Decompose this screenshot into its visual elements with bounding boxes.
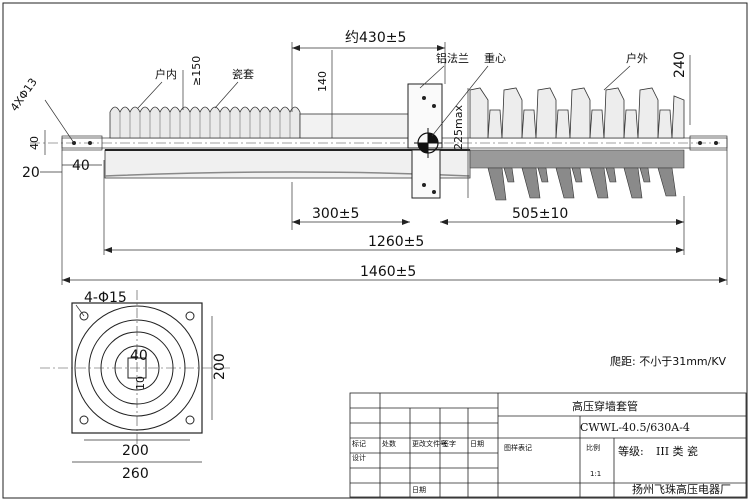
dim-1460: 1460±5	[360, 264, 416, 280]
right-terminal	[689, 135, 728, 151]
indoor-sheds	[109, 106, 301, 139]
title-block	[349, 392, 747, 498]
scale-value: 1:1	[590, 470, 601, 478]
label-gravity: 重心	[484, 51, 506, 65]
dim-20: 20	[22, 165, 40, 181]
plan-holes: 4-Φ15	[84, 290, 127, 306]
gravity-marker	[414, 128, 442, 158]
plan-260: 260	[122, 466, 149, 482]
plan-40: 40	[130, 348, 148, 364]
dim-40-horz: 40	[72, 158, 90, 174]
plan-view: 4-Φ15 40 10 200 200 260	[40, 290, 230, 482]
dim-40-vert: 40	[28, 136, 41, 150]
hdr-sign: 签字	[442, 439, 456, 448]
plan-200-h: 200	[212, 353, 228, 380]
dim-1260: 1260±5	[368, 234, 424, 250]
left-terminal	[61, 135, 103, 151]
plan-10: 10	[134, 376, 147, 390]
product-name: 高压穿墙套管	[572, 399, 638, 413]
label-porcelain: 瓷套	[232, 67, 254, 81]
label-flange: 铝法兰	[436, 51, 469, 65]
scale-label: 比例	[586, 443, 600, 452]
dim-225: 225max	[452, 105, 465, 150]
indoor-barrel	[299, 113, 411, 139]
creepage-note: 爬距: 不小于31mm/KV	[610, 355, 727, 368]
grade-label: 等级:	[618, 444, 644, 458]
dim-300: 300±5	[312, 206, 359, 222]
product-model: CWWL-40.5/630A-4	[580, 421, 690, 434]
date-label: 日期	[412, 486, 426, 494]
hdr-date: 日期	[470, 440, 484, 448]
plan-200-w: 200	[122, 443, 149, 459]
design-label: 设计	[352, 453, 366, 462]
dim-140: 140	[316, 71, 329, 92]
label-indoor: 户内	[155, 67, 177, 81]
hdr-count: 处数	[382, 439, 396, 448]
dim-150: ≥150	[190, 56, 203, 86]
outdoor-sheds-upper	[469, 87, 685, 139]
outdoor-sheds-lower	[469, 149, 685, 201]
dim-430: 约430±5	[345, 30, 406, 46]
elevation-view: 约430±5 140 ≥150 225max 240 40 40 20 4XΦ1…	[8, 30, 728, 285]
mark-label: 图样表记	[504, 443, 532, 452]
label-outdoor: 户外	[626, 51, 648, 65]
hole-spec-left: 4XΦ13	[8, 76, 40, 114]
hdr-file: 更改文件号	[412, 439, 447, 448]
company-name: 扬州飞珠高压电器厂	[632, 482, 731, 496]
hdr-mark: 标记	[352, 439, 366, 448]
dim-505: 505±10	[512, 206, 568, 222]
dim-240: 240	[672, 51, 688, 78]
grade-value: III 类 瓷	[656, 444, 698, 458]
